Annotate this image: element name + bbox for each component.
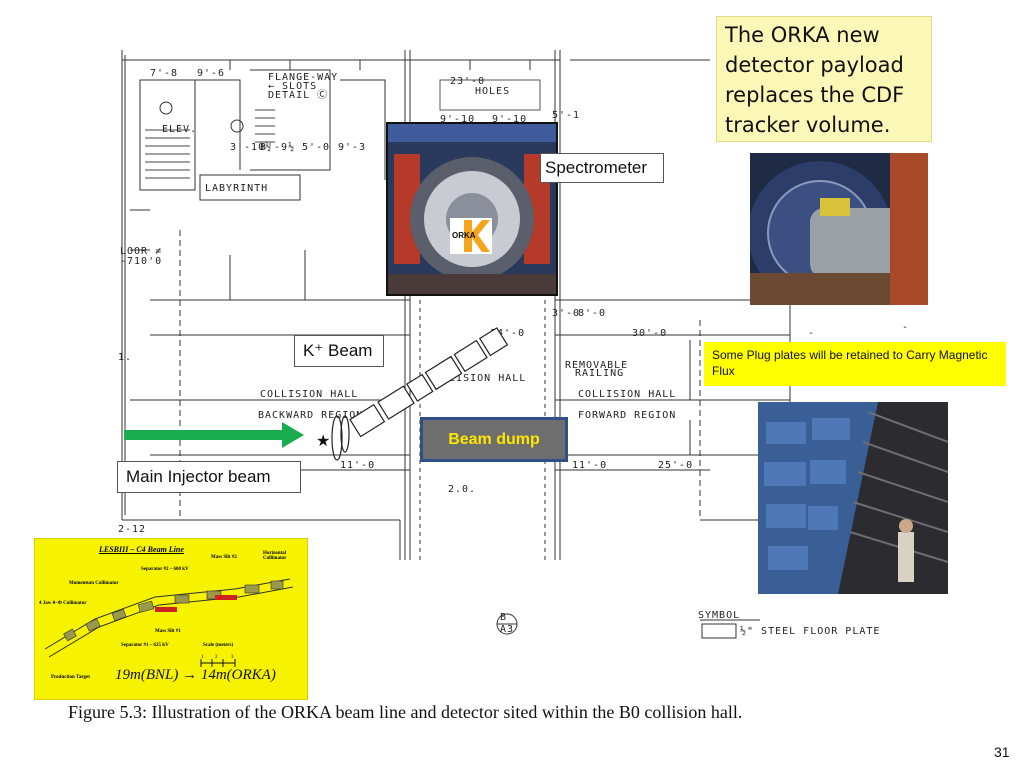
svg-text:LABYRINTH: LABYRINTH xyxy=(205,183,268,194)
inset-label-horizontal-collimator: Horizontal Collimator xyxy=(263,551,287,561)
svg-text:8'-0: 8'-0 xyxy=(578,308,606,319)
svg-text:FLANGE-WAY: FLANGE-WAY xyxy=(268,72,338,83)
beam-dump-label: Beam dump xyxy=(420,417,568,462)
beam-arrow xyxy=(124,422,304,448)
spectrometer-label: Spectrometer xyxy=(540,153,664,183)
svg-text:2.0.: 2.0. xyxy=(448,484,476,495)
main-injector-label: Main Injector beam xyxy=(117,461,301,493)
svg-text:SYMBOL: SYMBOL xyxy=(698,610,740,621)
svg-text:-: - xyxy=(808,328,815,339)
svg-text:BACKWARD REGION: BACKWARD REGION xyxy=(258,410,363,421)
orka-k-icon xyxy=(464,220,490,252)
svg-text:COLLISION HALL: COLLISION HALL xyxy=(260,389,358,400)
svg-text:11'-0: 11'-0 xyxy=(572,460,607,471)
inset-label-momentum-collimator: Momentum Collimator xyxy=(69,581,119,586)
inset-label-production-target: Production Target xyxy=(51,675,90,680)
spectrometer-label-text: Spectrometer xyxy=(545,158,648,177)
svg-text:← SLOTS: ← SLOTS xyxy=(268,81,317,92)
svg-text:REMOVABLE: REMOVABLE xyxy=(565,360,628,371)
svg-text:1.: 1. xyxy=(118,352,132,363)
plug-plates-note-text: Some Plug plates will be retained to Car… xyxy=(712,348,988,378)
beam-dump-label-text: Beam dump xyxy=(448,431,540,448)
svg-text:8'-9½: 8'-9½ xyxy=(260,141,295,153)
k-beam-label: K⁺ Beam xyxy=(294,335,384,367)
svg-text:A3: A3 xyxy=(500,624,514,635)
cdf-detector-photo xyxy=(750,153,928,305)
svg-text:½" STEEL FLOOR PLATE: ½" STEEL FLOOR PLATE xyxy=(740,625,880,637)
svg-text:9'-6: 9'-6 xyxy=(197,68,225,79)
inset-label-separator-1: Separator #1 – 625 kV xyxy=(121,643,169,648)
svg-text:COLLISION HALL: COLLISION HALL xyxy=(578,389,676,400)
inset-scale-tick-2: 2 xyxy=(215,655,218,660)
svg-text:5'-1: 5'-1 xyxy=(552,110,580,121)
inset-scale-tick-1: 1 xyxy=(201,655,204,660)
figure-caption: Figure 5.3: Illustration of the ORKA bea… xyxy=(68,702,743,722)
svg-text:23'-0: 23'-0 xyxy=(450,76,485,87)
inset-title: LESBIII – C4 Beam Line xyxy=(99,545,184,554)
svg-text:30'-0: 30'-0 xyxy=(632,328,667,339)
k-beam-label-text: K⁺ Beam xyxy=(303,341,373,360)
inset-label-separator-2: Separator #2 – 600 kV xyxy=(141,567,189,572)
orka-logo-text: ORKA xyxy=(452,231,476,240)
inset-scale-tick-3: 3 xyxy=(231,655,234,660)
svg-text:ELEV.: ELEV. xyxy=(162,124,197,135)
inset-label-4jaw-collimator: 4 Jaw θ–Φ Collimator xyxy=(39,601,87,606)
beamline-inset: LESBIII – C4 Beam Line Mass Slit #2 Hori… xyxy=(34,538,308,700)
plug-plates-photo xyxy=(758,402,948,594)
svg-text:25'-0: 25'-0 xyxy=(658,460,693,471)
svg-text:FORWARD REGION: FORWARD REGION xyxy=(578,410,676,421)
svg-text:14'-0: 14'-0 xyxy=(490,328,525,339)
svg-text:11'-0: 11'-0 xyxy=(340,460,375,471)
inset-formula: 19m(BNL) → 14m(ORKA) xyxy=(115,667,276,683)
svg-text:7'-8: 7'-8 xyxy=(150,68,178,79)
svg-text:-710'0: -710'0 xyxy=(120,256,162,267)
svg-text:★: ★ xyxy=(316,431,330,450)
svg-text:LOOR ≠: LOOR ≠ xyxy=(120,246,162,257)
svg-text:-: - xyxy=(902,322,909,333)
svg-text:2-12: 2-12 xyxy=(118,524,146,535)
page-number: 31 xyxy=(994,744,1010,760)
svg-text:9'-10: 9'-10 xyxy=(440,114,475,125)
svg-text:9'-3: 9'-3 xyxy=(338,142,366,153)
svg-text:3'-0: 3'-0 xyxy=(552,308,580,319)
orka-note-box: The ORKA new detector payload replaces t… xyxy=(716,16,932,142)
plug-plates-note: Some Plug plates will be retained to Car… xyxy=(704,342,1006,386)
detector-image xyxy=(386,122,558,296)
svg-text:COLLISION HALL: COLLISION HALL xyxy=(428,373,526,384)
svg-text:HOLES: HOLES xyxy=(475,86,510,97)
inset-label-scale: Scale (meters) xyxy=(203,643,234,648)
orka-note-text: The ORKA new detector payload replaces t… xyxy=(725,23,905,137)
svg-text:3'-10½: 3'-10½ xyxy=(230,141,272,153)
main-injector-label-text: Main Injector beam xyxy=(126,467,271,486)
svg-text:9'-10: 9'-10 xyxy=(492,114,527,125)
svg-text:B: B xyxy=(500,612,507,623)
svg-text:RAILING: RAILING xyxy=(575,368,624,379)
inset-label-mass-slit-2: Mass Slit #2 xyxy=(211,555,237,560)
svg-text:5'-0: 5'-0 xyxy=(302,142,330,153)
svg-text:DETAIL Ⓒ: DETAIL Ⓒ xyxy=(268,89,328,101)
inset-label-mass-slit-1: Mass Slit #1 xyxy=(155,629,181,634)
orka-logo: ORKA xyxy=(450,218,492,254)
